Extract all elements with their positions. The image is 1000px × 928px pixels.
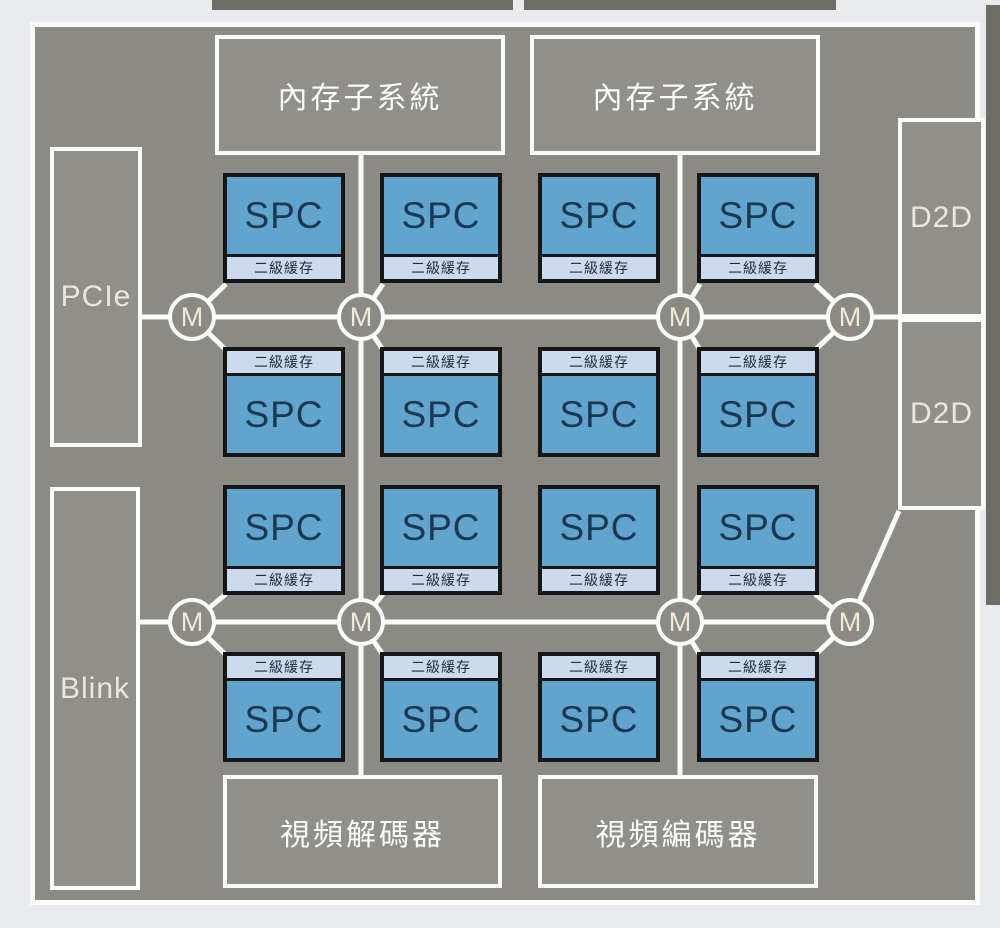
spc-block-r3c1: SPC 二級緩存 bbox=[223, 485, 345, 595]
mesh-router-label: M bbox=[668, 606, 692, 637]
spc-block-r4c2: SPC 二級緩存 bbox=[380, 652, 502, 762]
video-decoder-block: 視頻解碼器 bbox=[223, 775, 502, 888]
spc-block-r1c2: SPC 二級緩存 bbox=[380, 173, 502, 283]
spc-core-label: SPC bbox=[701, 177, 815, 254]
spc-core-label: SPC bbox=[227, 681, 341, 758]
spc-core-label: SPC bbox=[227, 376, 341, 453]
l2-cache-label: 二級緩存 bbox=[384, 351, 498, 373]
l2-cache-label: 二級緩存 bbox=[227, 569, 341, 591]
mesh-router-label: M bbox=[838, 606, 862, 637]
memory-subsystem-label: 內存子系統 bbox=[277, 82, 443, 115]
l2-cache-label: 二級緩存 bbox=[542, 656, 656, 678]
pcie-block: PCIe bbox=[50, 147, 142, 447]
l2-cache-label: 二級緩存 bbox=[542, 351, 656, 373]
spc-block-r2c1: SPC 二級緩存 bbox=[223, 347, 345, 457]
l2-cache-label: 二級緩存 bbox=[227, 257, 341, 279]
offchip-memory-edge-right bbox=[524, 0, 836, 10]
d2d-label: D2D bbox=[909, 201, 973, 234]
spc-block-r1c3: SPC 二級緩存 bbox=[538, 173, 660, 283]
mesh-router-r1-4: M bbox=[826, 293, 874, 341]
memory-subsystem-block-right: 內存子系統 bbox=[530, 35, 820, 155]
spc-block-r4c4: SPC 二級緩存 bbox=[697, 652, 819, 762]
memory-subsystem-block-left: 內存子系統 bbox=[215, 35, 505, 155]
spc-block-r1c1: SPC 二級緩存 bbox=[223, 173, 345, 283]
video-encoder-label: 視頻編碼器 bbox=[595, 818, 761, 852]
neighbor-die-edge bbox=[986, 5, 1000, 605]
spc-core-label: SPC bbox=[384, 489, 498, 566]
spc-core-label: SPC bbox=[227, 177, 341, 254]
spc-core-label: SPC bbox=[701, 489, 815, 566]
blink-block: Blink bbox=[50, 487, 140, 890]
spc-block-r3c4: SPC 二級緩存 bbox=[697, 485, 819, 595]
mesh-router-r2-4: M bbox=[826, 598, 874, 646]
l2-cache-label: 二級緩存 bbox=[701, 656, 815, 678]
offchip-memory-edge-left bbox=[212, 0, 513, 10]
spc-core-label: SPC bbox=[384, 177, 498, 254]
l2-cache-label: 二級緩存 bbox=[384, 656, 498, 678]
l2-cache-label: 二級緩存 bbox=[384, 569, 498, 591]
spc-block-r3c3: SPC 二級緩存 bbox=[538, 485, 660, 595]
mesh-router-r1-2: M bbox=[337, 293, 385, 341]
mesh-router-r1-1: M bbox=[168, 293, 216, 341]
l2-cache-label: 二級緩存 bbox=[701, 257, 815, 279]
l2-cache-label: 二級緩存 bbox=[384, 257, 498, 279]
mesh-router-r2-1: M bbox=[168, 598, 216, 646]
l2-cache-label: 二級緩存 bbox=[701, 569, 815, 591]
spc-block-r3c2: SPC 二級緩存 bbox=[380, 485, 502, 595]
spc-core-label: SPC bbox=[542, 681, 656, 758]
spc-core-label: SPC bbox=[384, 681, 498, 758]
spc-block-r4c1: SPC 二級緩存 bbox=[223, 652, 345, 762]
memory-subsystem-label: 內存子系統 bbox=[592, 82, 758, 115]
spc-block-r2c4: SPC 二級緩存 bbox=[697, 347, 819, 457]
mesh-router-label: M bbox=[349, 606, 373, 637]
l2-cache-label: 二級緩存 bbox=[701, 351, 815, 373]
d2d-block-bottom: D2D bbox=[898, 318, 985, 510]
video-decoder-label: 視頻解碼器 bbox=[280, 818, 445, 852]
mesh-router-r1-3: M bbox=[656, 293, 704, 341]
spc-block-r4c3: SPC 二級緩存 bbox=[538, 652, 660, 762]
mesh-router-label: M bbox=[180, 606, 204, 637]
mesh-router-label: M bbox=[180, 301, 204, 332]
l2-cache-label: 二級緩存 bbox=[542, 257, 656, 279]
mesh-router-label: M bbox=[838, 301, 862, 332]
mesh-router-label: M bbox=[349, 301, 373, 332]
spc-core-label: SPC bbox=[384, 376, 498, 453]
spc-core-label: SPC bbox=[542, 177, 656, 254]
video-encoder-block: 視頻編碼器 bbox=[538, 775, 818, 888]
l2-cache-label: 二級緩存 bbox=[227, 351, 341, 373]
d2d-label: D2D bbox=[909, 397, 973, 430]
spc-core-label: SPC bbox=[701, 376, 815, 453]
l2-cache-label: 二級緩存 bbox=[542, 569, 656, 591]
spc-block-r2c3: SPC 二級緩存 bbox=[538, 347, 660, 457]
spc-core-label: SPC bbox=[227, 489, 341, 566]
blink-label: Blink bbox=[59, 671, 131, 705]
main-die-outline bbox=[30, 22, 980, 905]
mesh-router-label: M bbox=[668, 301, 692, 332]
spc-block-r2c2: SPC 二級緩存 bbox=[380, 347, 502, 457]
l2-cache-label: 二級緩存 bbox=[227, 656, 341, 678]
mesh-router-r2-3: M bbox=[656, 598, 704, 646]
pcie-label: PCIe bbox=[60, 280, 132, 313]
spc-block-r1c4: SPC 二級緩存 bbox=[697, 173, 819, 283]
spc-core-label: SPC bbox=[542, 489, 656, 566]
mesh-router-r2-2: M bbox=[337, 598, 385, 646]
spc-core-label: SPC bbox=[701, 681, 815, 758]
spc-core-label: SPC bbox=[542, 376, 656, 453]
d2d-block-top: D2D bbox=[898, 118, 985, 318]
